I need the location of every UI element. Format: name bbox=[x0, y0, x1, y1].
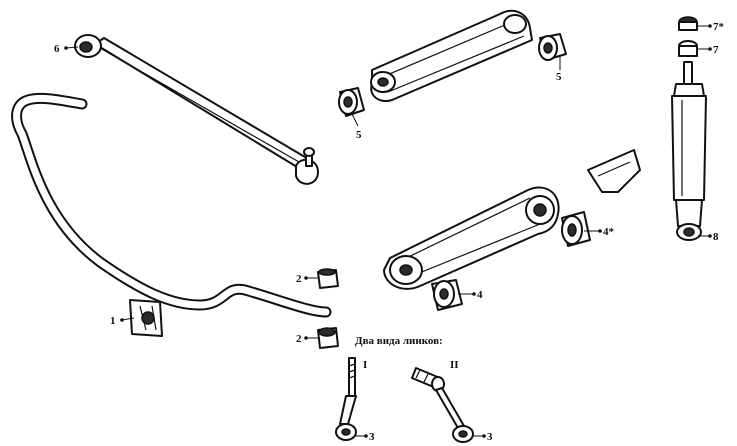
lower-arm-bushing-right bbox=[561, 211, 591, 247]
lower-control-arm bbox=[383, 186, 560, 290]
link-types-caption: Два вида линков: bbox=[355, 335, 443, 347]
lower-arm-bushing-left bbox=[431, 279, 463, 311]
leader-lines bbox=[64, 24, 712, 438]
label-4-star: 4* bbox=[603, 226, 615, 238]
label-2-lower: 2 bbox=[296, 333, 302, 345]
label-6: 6 bbox=[54, 43, 60, 55]
bracket bbox=[587, 149, 641, 193]
label-7: 7 bbox=[713, 44, 719, 56]
track-rod bbox=[74, 34, 319, 185]
stabilizer-bar bbox=[11, 92, 332, 318]
label-1: 1 bbox=[110, 315, 116, 327]
label-5-right: 5 bbox=[556, 71, 562, 83]
label-3-link-2: 3 bbox=[487, 431, 493, 443]
label-4: 4 bbox=[477, 289, 483, 301]
nut-upper bbox=[317, 268, 339, 289]
label-5-left: 5 bbox=[356, 129, 362, 141]
label-8: 8 bbox=[713, 231, 719, 243]
upper-arm-bushing-right bbox=[538, 33, 567, 61]
label-3-link-1: 3 bbox=[369, 431, 375, 443]
shock-absorber bbox=[671, 16, 707, 241]
link-type-1-label: I bbox=[363, 359, 367, 371]
bar-bushing bbox=[129, 299, 163, 337]
label-7-star: 7* bbox=[713, 21, 725, 33]
link-type-2-label: II bbox=[450, 359, 459, 371]
label-2-upper: 2 bbox=[296, 273, 302, 285]
link-type-1 bbox=[335, 357, 357, 441]
nut-lower bbox=[317, 327, 339, 349]
upper-arm-bushing-left bbox=[338, 87, 365, 117]
upper-control-arm bbox=[370, 9, 533, 102]
link-type-2 bbox=[411, 367, 474, 443]
